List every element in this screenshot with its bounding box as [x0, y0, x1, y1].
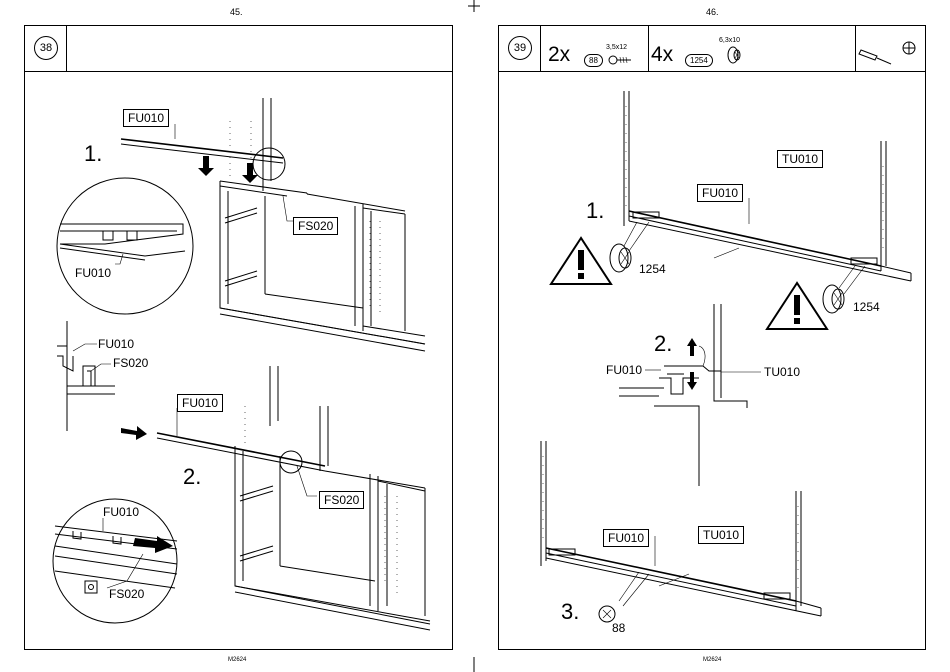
label-fu010-profile: FU010 — [606, 363, 642, 377]
label-fs020-profile: FS020 — [113, 356, 148, 370]
substep-3: 3. — [561, 599, 579, 625]
step-39-panel: 39 2x 88 3,5x12 4x 1254 6,3x10 — [498, 25, 926, 650]
step-38-panel: 38 — [24, 25, 453, 650]
label-fu010-rail: FU010 — [697, 184, 743, 202]
label-fs020-detail-lower: FS020 — [109, 587, 144, 601]
label-fu010-detail: FU010 — [75, 266, 111, 280]
screw-88-icon — [609, 56, 631, 64]
label-tu010-panel-lower: TU010 — [698, 526, 744, 544]
step-39-drawing — [499, 26, 927, 651]
warning-right-icon — [767, 283, 827, 329]
screw-1254-left-icon — [610, 244, 631, 272]
label-fu010-rail-lower: FU010 — [603, 529, 649, 547]
label-tu010-panel: TU010 — [777, 150, 823, 168]
label-fu010-rail-lower: FU010 — [177, 394, 223, 412]
screw-1254-icon — [728, 47, 740, 63]
label-screw-88: 88 — [612, 621, 625, 635]
label-fs020-bracket: FS020 — [293, 217, 338, 235]
screw-88-bottom-icon — [599, 606, 615, 622]
substep-1: 1. — [586, 198, 604, 224]
substep-2: 2. — [183, 464, 201, 490]
label-fu010-rail: FU010 — [123, 109, 169, 127]
warning-left-icon — [551, 238, 611, 284]
step-38-drawing — [25, 26, 454, 651]
label-screw-1254-right: 1254 — [853, 300, 880, 314]
label-tu010-profile: TU010 — [764, 365, 800, 379]
substep-1: 1. — [84, 141, 102, 167]
label-fu010-profile: FU010 — [98, 337, 134, 351]
label-fs020-bracket-lower: FS020 — [319, 491, 364, 509]
label-screw-1254-left: 1254 — [639, 262, 666, 276]
substep-2: 2. — [654, 331, 672, 357]
label-fu010-detail-lower: FU010 — [103, 505, 139, 519]
screwdriver-icon — [859, 42, 915, 64]
screw-1254-right-icon — [823, 285, 844, 313]
